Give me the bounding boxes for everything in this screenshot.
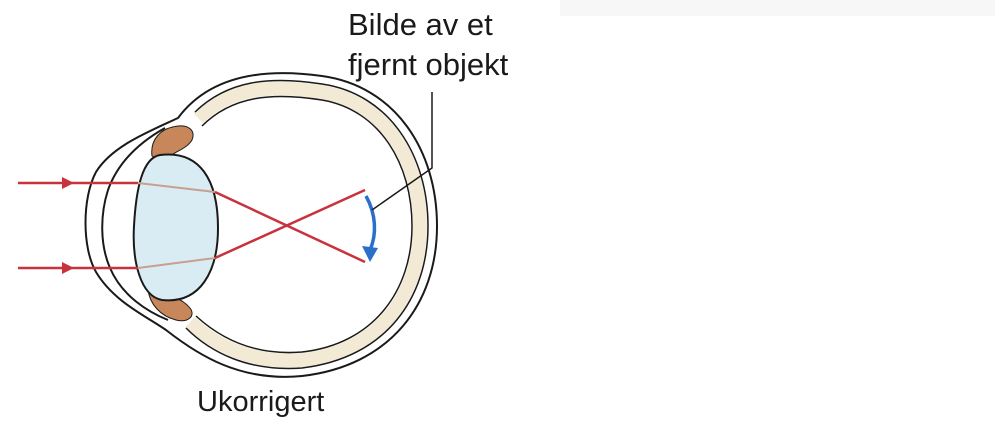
arrowhead-ray-bottom <box>62 262 74 274</box>
annotation-line-2: fjernt objekt <box>348 49 508 80</box>
lens <box>134 154 218 300</box>
arrowhead-ray-top <box>62 177 74 189</box>
annotation-line-1: Bilde av et <box>348 9 493 40</box>
diagram-label: Ukorrigert <box>197 388 324 417</box>
